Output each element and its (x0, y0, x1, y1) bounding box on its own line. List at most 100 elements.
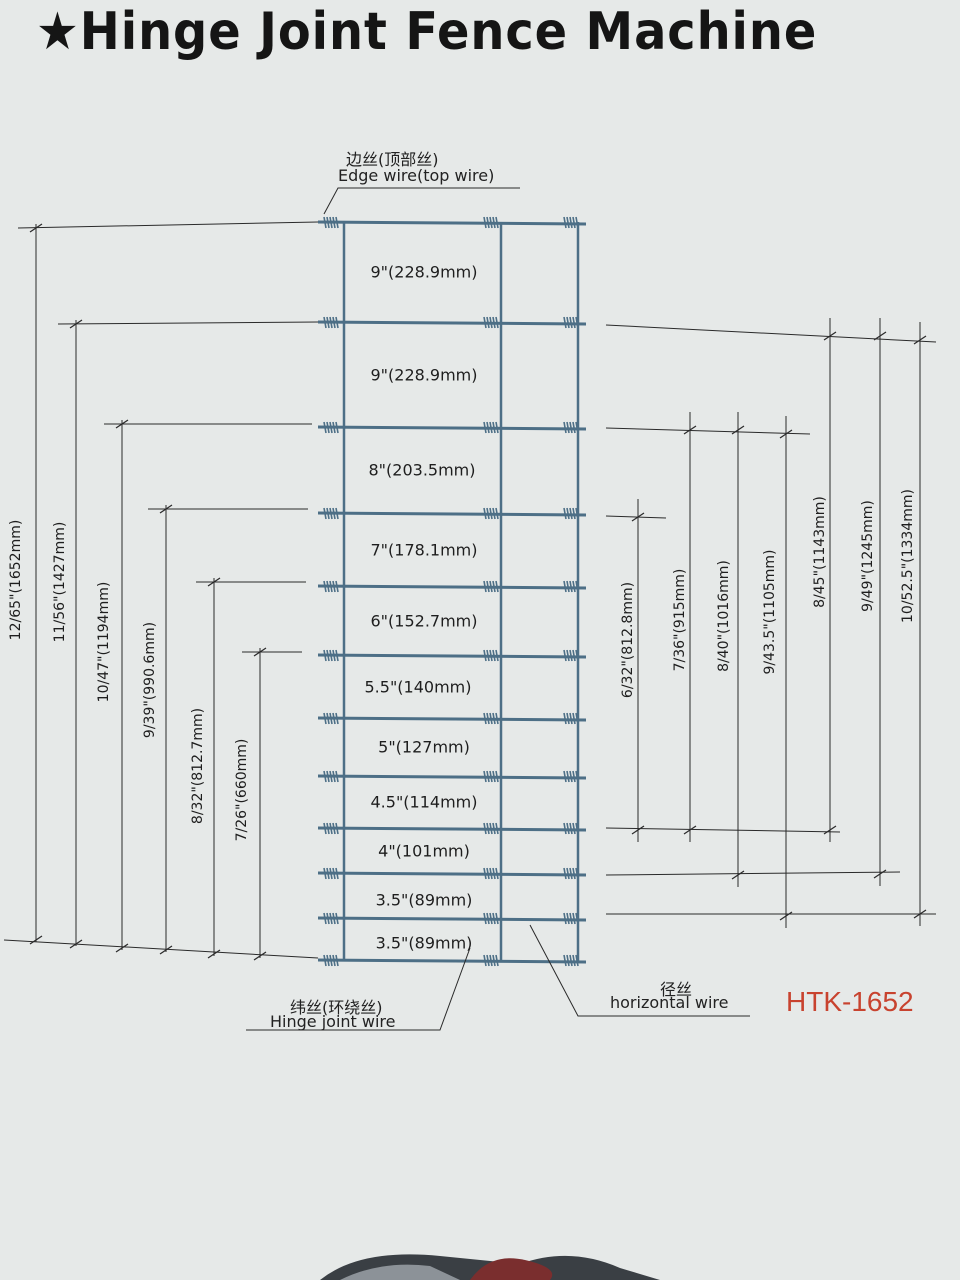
wire-coil (492, 912, 496, 925)
wire-coil (332, 649, 336, 662)
wire-coil (489, 712, 493, 725)
wire-coil (335, 867, 339, 880)
wire-coil (335, 912, 339, 925)
wire-coil (492, 712, 496, 725)
dimension-tick (779, 429, 793, 439)
dimension-tick (913, 335, 927, 345)
wire-coil (486, 712, 490, 725)
horizontal-wire (317, 511, 587, 517)
wire-coil (572, 316, 576, 329)
wire-coil (323, 712, 327, 725)
wire-coil (569, 867, 573, 880)
wire-coil (329, 867, 333, 880)
dimension-tick (115, 943, 129, 953)
wire-coil (572, 507, 576, 520)
wire-coil (572, 912, 576, 925)
wire-coil (486, 316, 490, 329)
dimension-tick (731, 425, 745, 435)
extension-line (605, 324, 937, 343)
dimension-tick (29, 223, 43, 233)
wire-coil (495, 507, 499, 520)
spacing-label: 9"(228.9mm) (370, 365, 478, 384)
wire-coil (572, 770, 576, 783)
dimension-tick (683, 825, 697, 835)
wire-coil (572, 822, 576, 835)
wire-coil (329, 912, 333, 925)
wire-coil (492, 954, 496, 967)
spacing-label: 8"(203.5mm) (368, 460, 476, 480)
wire-coil (329, 954, 333, 967)
spacing-label: 4.5"(114mm) (370, 792, 478, 812)
wire-coil (566, 216, 570, 229)
wire-coil (483, 822, 487, 835)
horizontal-wire (317, 320, 587, 326)
wire-coil (335, 712, 339, 725)
wire-coil (569, 316, 573, 329)
wire-coil (489, 421, 493, 434)
horizontal-wire (317, 826, 587, 832)
left-dimension-label: 11/56"(1427mm) (52, 521, 68, 643)
wire-coil (489, 770, 493, 783)
wire-coil (569, 580, 573, 593)
wire-coil (563, 316, 567, 329)
wire-coil (569, 954, 573, 967)
wire-coil (563, 712, 567, 725)
wire-coil (566, 770, 570, 783)
model-number: HTK-1652 (786, 986, 914, 1017)
wire-coil (483, 580, 487, 593)
wire-coil (569, 507, 573, 520)
left-dimension-label: 8/32"(812.7mm) (190, 707, 206, 825)
wire-coil (563, 507, 567, 520)
wire-coil (332, 912, 336, 925)
wire-coil (492, 770, 496, 783)
wire-coil (566, 421, 570, 434)
dimension-tick (29, 935, 43, 945)
wire-coil (335, 580, 339, 593)
wire-coil (566, 867, 570, 880)
extension-line (605, 427, 811, 435)
hinge-joint-label-en: Hinge joint wire (270, 1012, 396, 1031)
horizontal-wire (317, 653, 587, 659)
wire-coil (483, 712, 487, 725)
wire-coil (323, 770, 327, 783)
wire-coil (572, 580, 576, 593)
leader-line (323, 187, 520, 215)
wire-coil (326, 954, 330, 967)
wire-coil (332, 954, 336, 967)
wire-coil (569, 421, 573, 434)
wire-coil (495, 421, 499, 434)
wire-coil (572, 867, 576, 880)
wire-coil (486, 421, 490, 434)
left-dimension-label: 12/65"(1652mm) (8, 519, 24, 641)
wire-coil (489, 822, 493, 835)
wire-coil (326, 822, 330, 835)
wire-coil (483, 507, 487, 520)
spacing-label: 5.5"(140mm) (364, 677, 472, 696)
wire-coil (335, 507, 339, 520)
wire-coil (326, 770, 330, 783)
spacing-label: 4"(101mm) (378, 841, 470, 860)
wire-coil (323, 216, 327, 229)
wire-coil (329, 507, 333, 520)
wire-coil (566, 507, 570, 520)
wire-coil (566, 822, 570, 835)
wire-coil (329, 822, 333, 835)
wire-coil (483, 216, 487, 229)
wire-coil (335, 770, 339, 783)
wire-coil (332, 822, 336, 835)
extension-line (57, 321, 319, 325)
wire-coil (483, 421, 487, 434)
wire-coil (486, 954, 490, 967)
edge-wire-label-cn: 边丝(顶部丝) (346, 150, 439, 169)
wire-coil (492, 867, 496, 880)
leader-line (529, 924, 750, 1017)
wire-coil (335, 316, 339, 329)
wire-coil (335, 954, 339, 967)
wire-coil (495, 580, 499, 593)
wire-coil (332, 712, 336, 725)
wire-coil (332, 580, 336, 593)
spacing-label: 7"(178.1mm) (370, 540, 478, 559)
wire-coil (563, 912, 567, 925)
